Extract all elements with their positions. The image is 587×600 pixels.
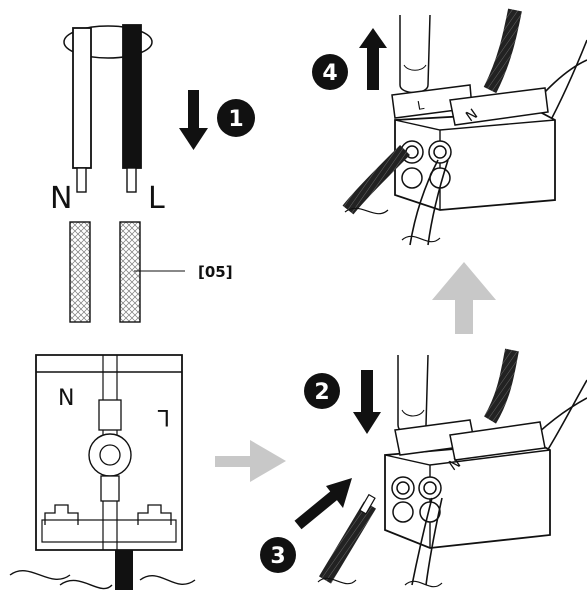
part-ref-label: [05] bbox=[198, 263, 233, 281]
clamp-live-label: L bbox=[157, 404, 170, 429]
neutral-wire bbox=[72, 27, 92, 169]
arrow-up-icon bbox=[359, 28, 387, 90]
panel-connector-front: N L bbox=[9, 354, 196, 590]
svg-text:1: 1 bbox=[228, 107, 243, 132]
cable-bottom-right bbox=[483, 348, 519, 424]
braided-sleeve-left bbox=[69, 221, 91, 323]
cable-in-left bbox=[342, 145, 410, 215]
step-badge-4: 4 bbox=[312, 54, 348, 90]
neutral-label: N bbox=[50, 181, 72, 216]
live-wire-exit bbox=[115, 550, 133, 590]
panel-lever-close: L N 4 bbox=[312, 8, 587, 246]
svg-text:2: 2 bbox=[314, 380, 329, 405]
finger-press-icon bbox=[397, 354, 429, 435]
lever-right-bottom bbox=[449, 421, 546, 461]
bare-wire-tip bbox=[359, 493, 376, 515]
svg-text:3: 3 bbox=[270, 544, 285, 569]
release-keyhole bbox=[88, 399, 132, 502]
step-badge-2: 2 bbox=[304, 373, 340, 409]
cable-top-right bbox=[483, 8, 522, 94]
braided-sleeve-right bbox=[119, 221, 141, 323]
lever-right bbox=[449, 87, 549, 126]
up-arrow-icon bbox=[432, 262, 496, 334]
next-arrow-icon bbox=[215, 440, 286, 482]
panel-insert-wire: N 2 3 bbox=[260, 348, 587, 588]
clamp-tab-right bbox=[137, 504, 172, 525]
cable-jacket-ring bbox=[63, 25, 153, 59]
lever-left-label: L bbox=[416, 98, 425, 113]
panel-strip-wires: N L 1 [05] bbox=[50, 24, 255, 323]
live-wire bbox=[122, 24, 142, 169]
step-badge-3: 3 bbox=[260, 537, 296, 573]
svg-text:4: 4 bbox=[322, 61, 337, 86]
arrow-down-icon-2 bbox=[353, 370, 381, 434]
wire-ports bbox=[400, 140, 452, 189]
arrow-insert-icon bbox=[294, 478, 352, 530]
clamp-tab-left bbox=[44, 504, 79, 525]
live-label: L bbox=[148, 181, 165, 216]
arrow-down-icon bbox=[179, 90, 208, 150]
finger-icon bbox=[399, 14, 431, 94]
clamp-neutral-label: N bbox=[58, 386, 74, 411]
cable-inserting bbox=[318, 501, 377, 584]
live-wire-bare-end bbox=[126, 167, 137, 193]
wire-ports-bottom bbox=[391, 476, 442, 523]
step-badge-1: 1 bbox=[217, 99, 255, 137]
neutral-wire-bare-end bbox=[76, 167, 87, 193]
